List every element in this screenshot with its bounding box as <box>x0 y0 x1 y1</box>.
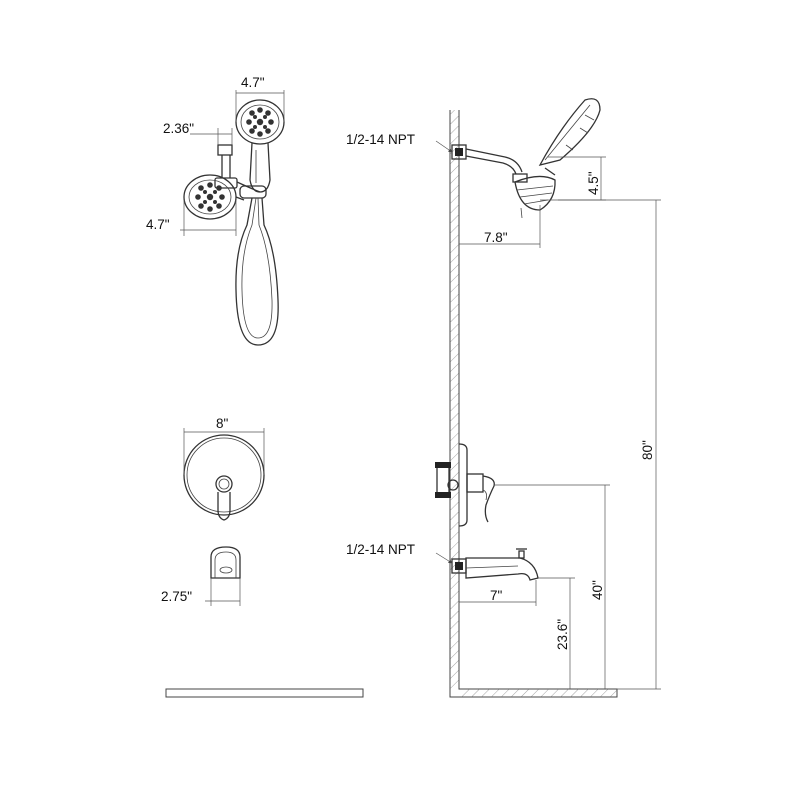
dimension-valve-height: 40" <box>494 484 610 689</box>
dimension-trim-width: 8" <box>183 416 265 475</box>
dimension-handheld-width: 4.7" <box>235 75 285 122</box>
dimension-spout-width: 2.75" <box>161 578 241 606</box>
dimension-rain-width: 4.7" <box>146 200 237 236</box>
label-upper-connection: 1/2-14 NPT <box>346 132 415 147</box>
floor-slab-left <box>165 688 364 698</box>
label-spout-height: 23.6" <box>555 619 570 650</box>
shower-hose <box>235 197 279 346</box>
tub-spout-front-view: 2.75" <box>161 546 241 606</box>
handheld-shower-head <box>235 99 285 193</box>
dimension-arm-reach: 7.8" <box>459 205 541 248</box>
label-head-height: 80" <box>640 440 655 460</box>
label-rain-width: 4.7" <box>146 217 170 232</box>
dimension-spout-reach: 7" <box>459 580 537 606</box>
dimension-spout-height: 23.6" <box>538 577 575 689</box>
valve-trim-front-view: 8" <box>183 416 265 521</box>
label-trim-width: 8" <box>216 416 229 431</box>
fixed-shower-head <box>183 174 245 220</box>
shower-arm-diverter <box>214 144 267 199</box>
label-lower-connection: 1/2-14 NPT <box>346 542 415 557</box>
label-arm-reach: 7.8" <box>484 230 508 245</box>
dimension-head-height: 80" <box>540 199 661 690</box>
side-tub-spout <box>465 548 539 581</box>
side-installation-view: 1/2-14 NPT 4.5" <box>346 98 661 698</box>
label-spout-reach: 7" <box>490 588 503 603</box>
label-arm-width: 2.36" <box>163 121 194 136</box>
label-valve-height: 40" <box>590 580 605 600</box>
label-head-drop: 4.5" <box>586 171 601 195</box>
side-valve-trim <box>435 443 495 527</box>
dimension-head-drop: 4.5" <box>548 156 606 201</box>
dual-shower-head-view: 4.7" 2.36" 4.7" <box>146 75 285 346</box>
label-handheld-width: 4.7" <box>241 75 265 90</box>
side-shower-arm <box>465 98 601 219</box>
label-spout-width: 2.75" <box>161 589 192 604</box>
dimension-arm-width: 2.36" <box>163 121 233 145</box>
